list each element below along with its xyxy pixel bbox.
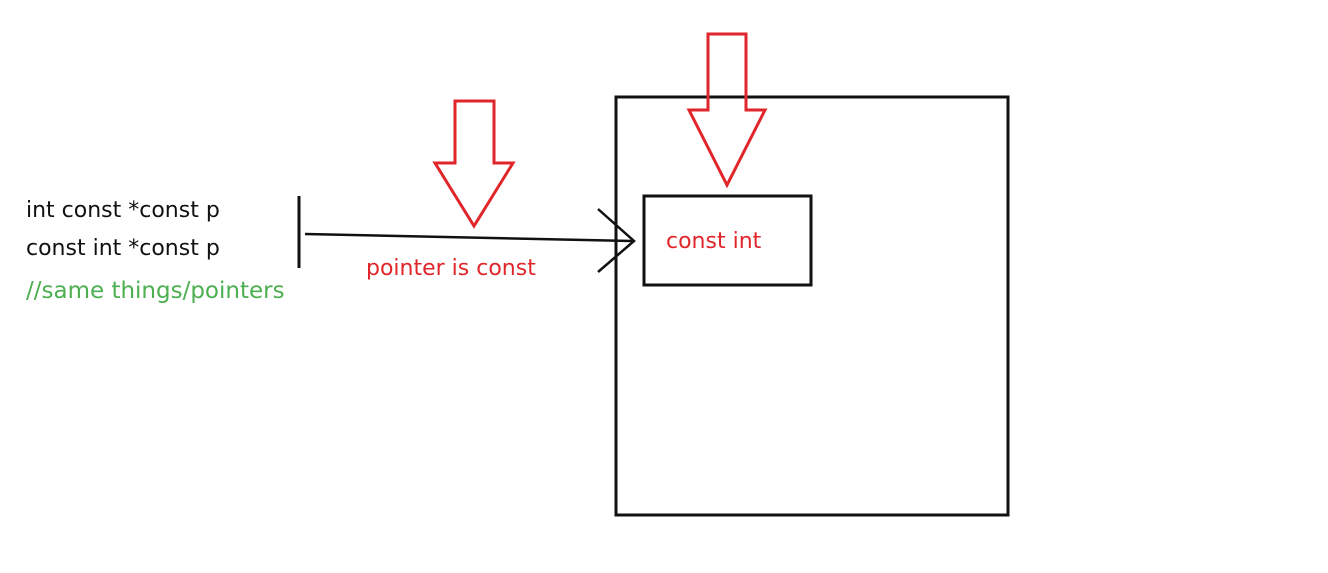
pointer-is-const-label: pointer is const (366, 256, 536, 281)
code-comment: //same things/pointers (26, 278, 285, 304)
const-int-box (642, 194, 813, 287)
declaration-line-1: int const *const p (26, 198, 220, 223)
memory-block-box (614, 95, 1010, 517)
pointee-const-arrow (686, 32, 768, 189)
const-int-label: const int (666, 229, 762, 254)
pointer-arrow-head (597, 208, 636, 273)
pointer-arrow-shaft (304, 232, 633, 243)
declaration-line-2: const int *const p (26, 236, 220, 261)
pointer-const-arrow (432, 99, 516, 229)
